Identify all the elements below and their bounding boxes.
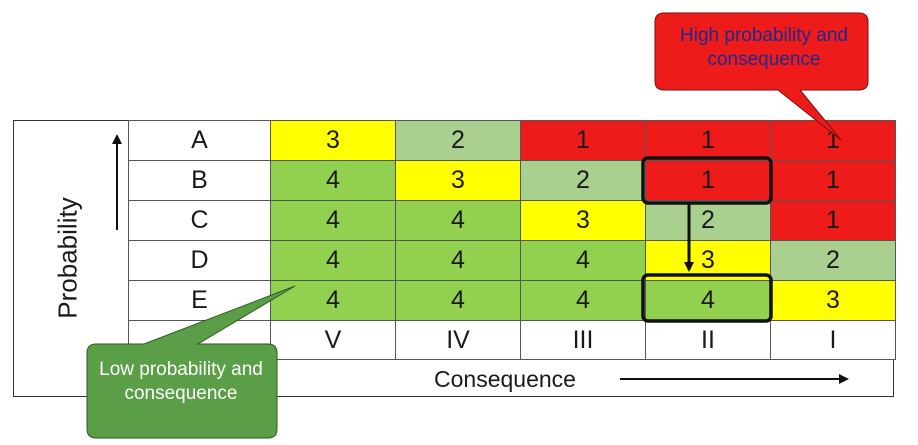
risk-cell: 2 [520, 160, 646, 201]
row-label: D [128, 240, 271, 281]
risk-cell: 3 [520, 200, 646, 241]
risk-cell: 4 [520, 240, 646, 281]
risk-cell: 4 [270, 240, 396, 281]
risk-cell: 4 [395, 200, 521, 241]
row-label: C [128, 200, 271, 241]
risk-cell: 4 [270, 280, 396, 321]
high-callout-text: High probability and consequence [680, 25, 848, 70]
risk-cell: 1 [770, 120, 896, 161]
risk-cell: 1 [770, 200, 896, 241]
risk-cell: 2 [770, 240, 896, 281]
risk-cell: 4 [270, 200, 396, 241]
risk-cell: 4 [395, 240, 521, 281]
column-label: II [645, 320, 771, 360]
risk-cell: 4 [395, 280, 521, 321]
current-risk-box [641, 156, 773, 205]
risk-cell: 2 [645, 200, 771, 241]
x-axis-label: Consequence [434, 366, 576, 392]
column-label: I [770, 320, 896, 360]
target-risk-box [641, 273, 773, 323]
row-label: B [128, 160, 271, 201]
low-callout-bubble [86, 285, 296, 439]
risk-cell: 1 [520, 120, 646, 161]
risk-cell: 1 [645, 120, 771, 161]
column-label: V [270, 320, 396, 360]
low-callout-text: Low probability and consequence [99, 359, 263, 404]
risk-cell: 1 [770, 160, 896, 201]
high-callout-bubble [654, 12, 869, 141]
risk-cell: 3 [770, 280, 896, 321]
risk-cell: 3 [395, 160, 521, 201]
column-label: III [520, 320, 646, 360]
column-label: IV [395, 320, 521, 360]
risk-cell: 4 [645, 280, 771, 321]
